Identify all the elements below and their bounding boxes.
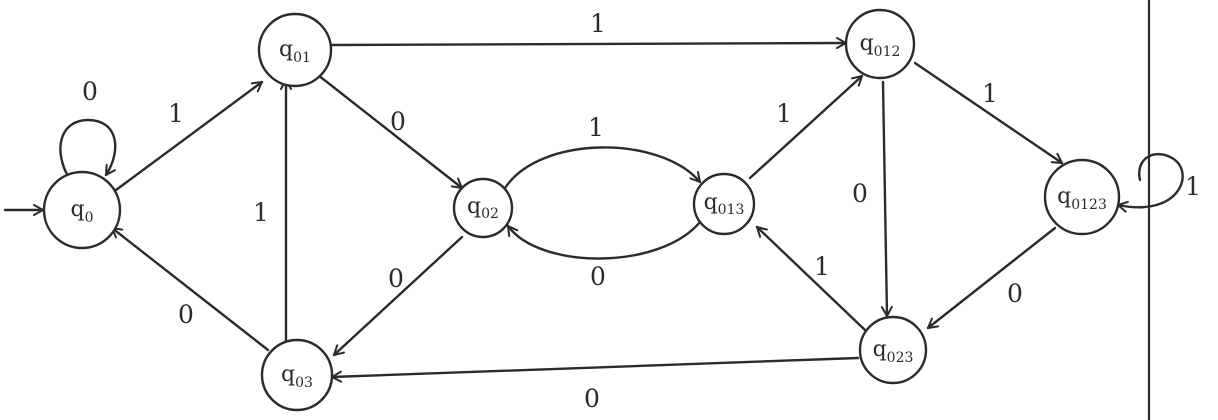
edge-q012-q023 — [880, 80, 893, 318]
state-q02-sub: 02 — [481, 206, 499, 222]
state-q013-base: q — [704, 190, 718, 215]
state-q012-sub: 012 — [874, 44, 901, 60]
state-q03-base: q — [281, 362, 295, 387]
edge-q02-q03 — [332, 235, 464, 357]
state-q023-base: q — [873, 337, 887, 362]
edge-label-q013-q012: 1 — [776, 99, 792, 128]
edge-label-q012-q023: 0 — [852, 179, 868, 208]
state-q012: q012 — [844, 8, 916, 80]
svg-text:q023: q023 — [873, 337, 914, 366]
svg-text:q03: q03 — [281, 362, 313, 391]
state-q01-base: q — [279, 37, 293, 62]
edge-q012-q0123 — [913, 61, 1064, 165]
edge-q013-q012 — [748, 74, 864, 180]
edge-label-q01-q012: 1 — [590, 9, 606, 38]
edge-label-q012-q0123: 1 — [982, 79, 998, 108]
edge-label-q0-q0: 0 — [82, 77, 98, 106]
edge-q023-q013 — [755, 225, 867, 332]
state-q0-sub: 0 — [85, 210, 94, 226]
state-q0123: q0123 — [1043, 158, 1121, 236]
edge-label-q02-q03: 0 — [388, 264, 404, 293]
edge-q0123-q023 — [926, 226, 1057, 330]
svg-text:q02: q02 — [467, 194, 499, 222]
edge-label-q01-q02: 0 — [390, 107, 406, 136]
edge-label-q013-q02: 0 — [590, 262, 606, 291]
svg-text:q012: q012 — [860, 31, 901, 60]
state-q0123-base: q — [1057, 184, 1071, 209]
svg-text:q013: q013 — [704, 190, 745, 218]
svg-text:q01: q01 — [279, 37, 311, 66]
state-q023: q023 — [858, 315, 928, 385]
edge-label-q023-q03: 0 — [584, 384, 600, 413]
state-q0123-sub: 0123 — [1071, 197, 1107, 213]
edge-label-q0123-q023: 0 — [1007, 279, 1023, 308]
svg-text:q0: q0 — [70, 197, 93, 226]
edge-q01-q012 — [328, 37, 848, 50]
edge-q01-q02 — [316, 73, 464, 190]
edge-q013-q02 — [506, 220, 702, 260]
state-q02: q02 — [452, 177, 514, 239]
state-q03: q03 — [260, 338, 334, 412]
edge-q0-q01 — [114, 80, 264, 192]
state-q013: q013 — [692, 172, 756, 236]
edge-label-q03-q0: 0 — [178, 300, 194, 329]
state-q01-sub: 01 — [293, 50, 311, 66]
edge-label-q02-q013: 1 — [588, 113, 604, 142]
edge-q02-q013 — [503, 146, 702, 190]
state-q0-base: q — [70, 197, 84, 222]
state-q03-sub: 03 — [295, 375, 313, 391]
state-q0: q0 — [42, 170, 122, 250]
edge-label-q0123-q0123: 1 — [1185, 172, 1201, 201]
state-q01: q01 — [257, 12, 333, 88]
svg-text:q0123: q0123 — [1057, 184, 1107, 213]
edge-q0-q0 — [59, 118, 117, 182]
edge-q0123-q0123 — [1116, 153, 1184, 213]
edge-label-q023-q013: 1 — [814, 252, 830, 281]
state-q013-sub: 013 — [718, 202, 745, 218]
edge-label-q03-q01: 1 — [253, 198, 269, 227]
state-q023-sub: 023 — [887, 350, 914, 366]
edge-label-q0-q01: 1 — [168, 99, 184, 128]
edge-q023-q03 — [330, 356, 860, 383]
state-q02-base: q — [467, 194, 481, 219]
state-q012-base: q — [860, 31, 874, 56]
edge-q03-q0 — [110, 226, 270, 352]
